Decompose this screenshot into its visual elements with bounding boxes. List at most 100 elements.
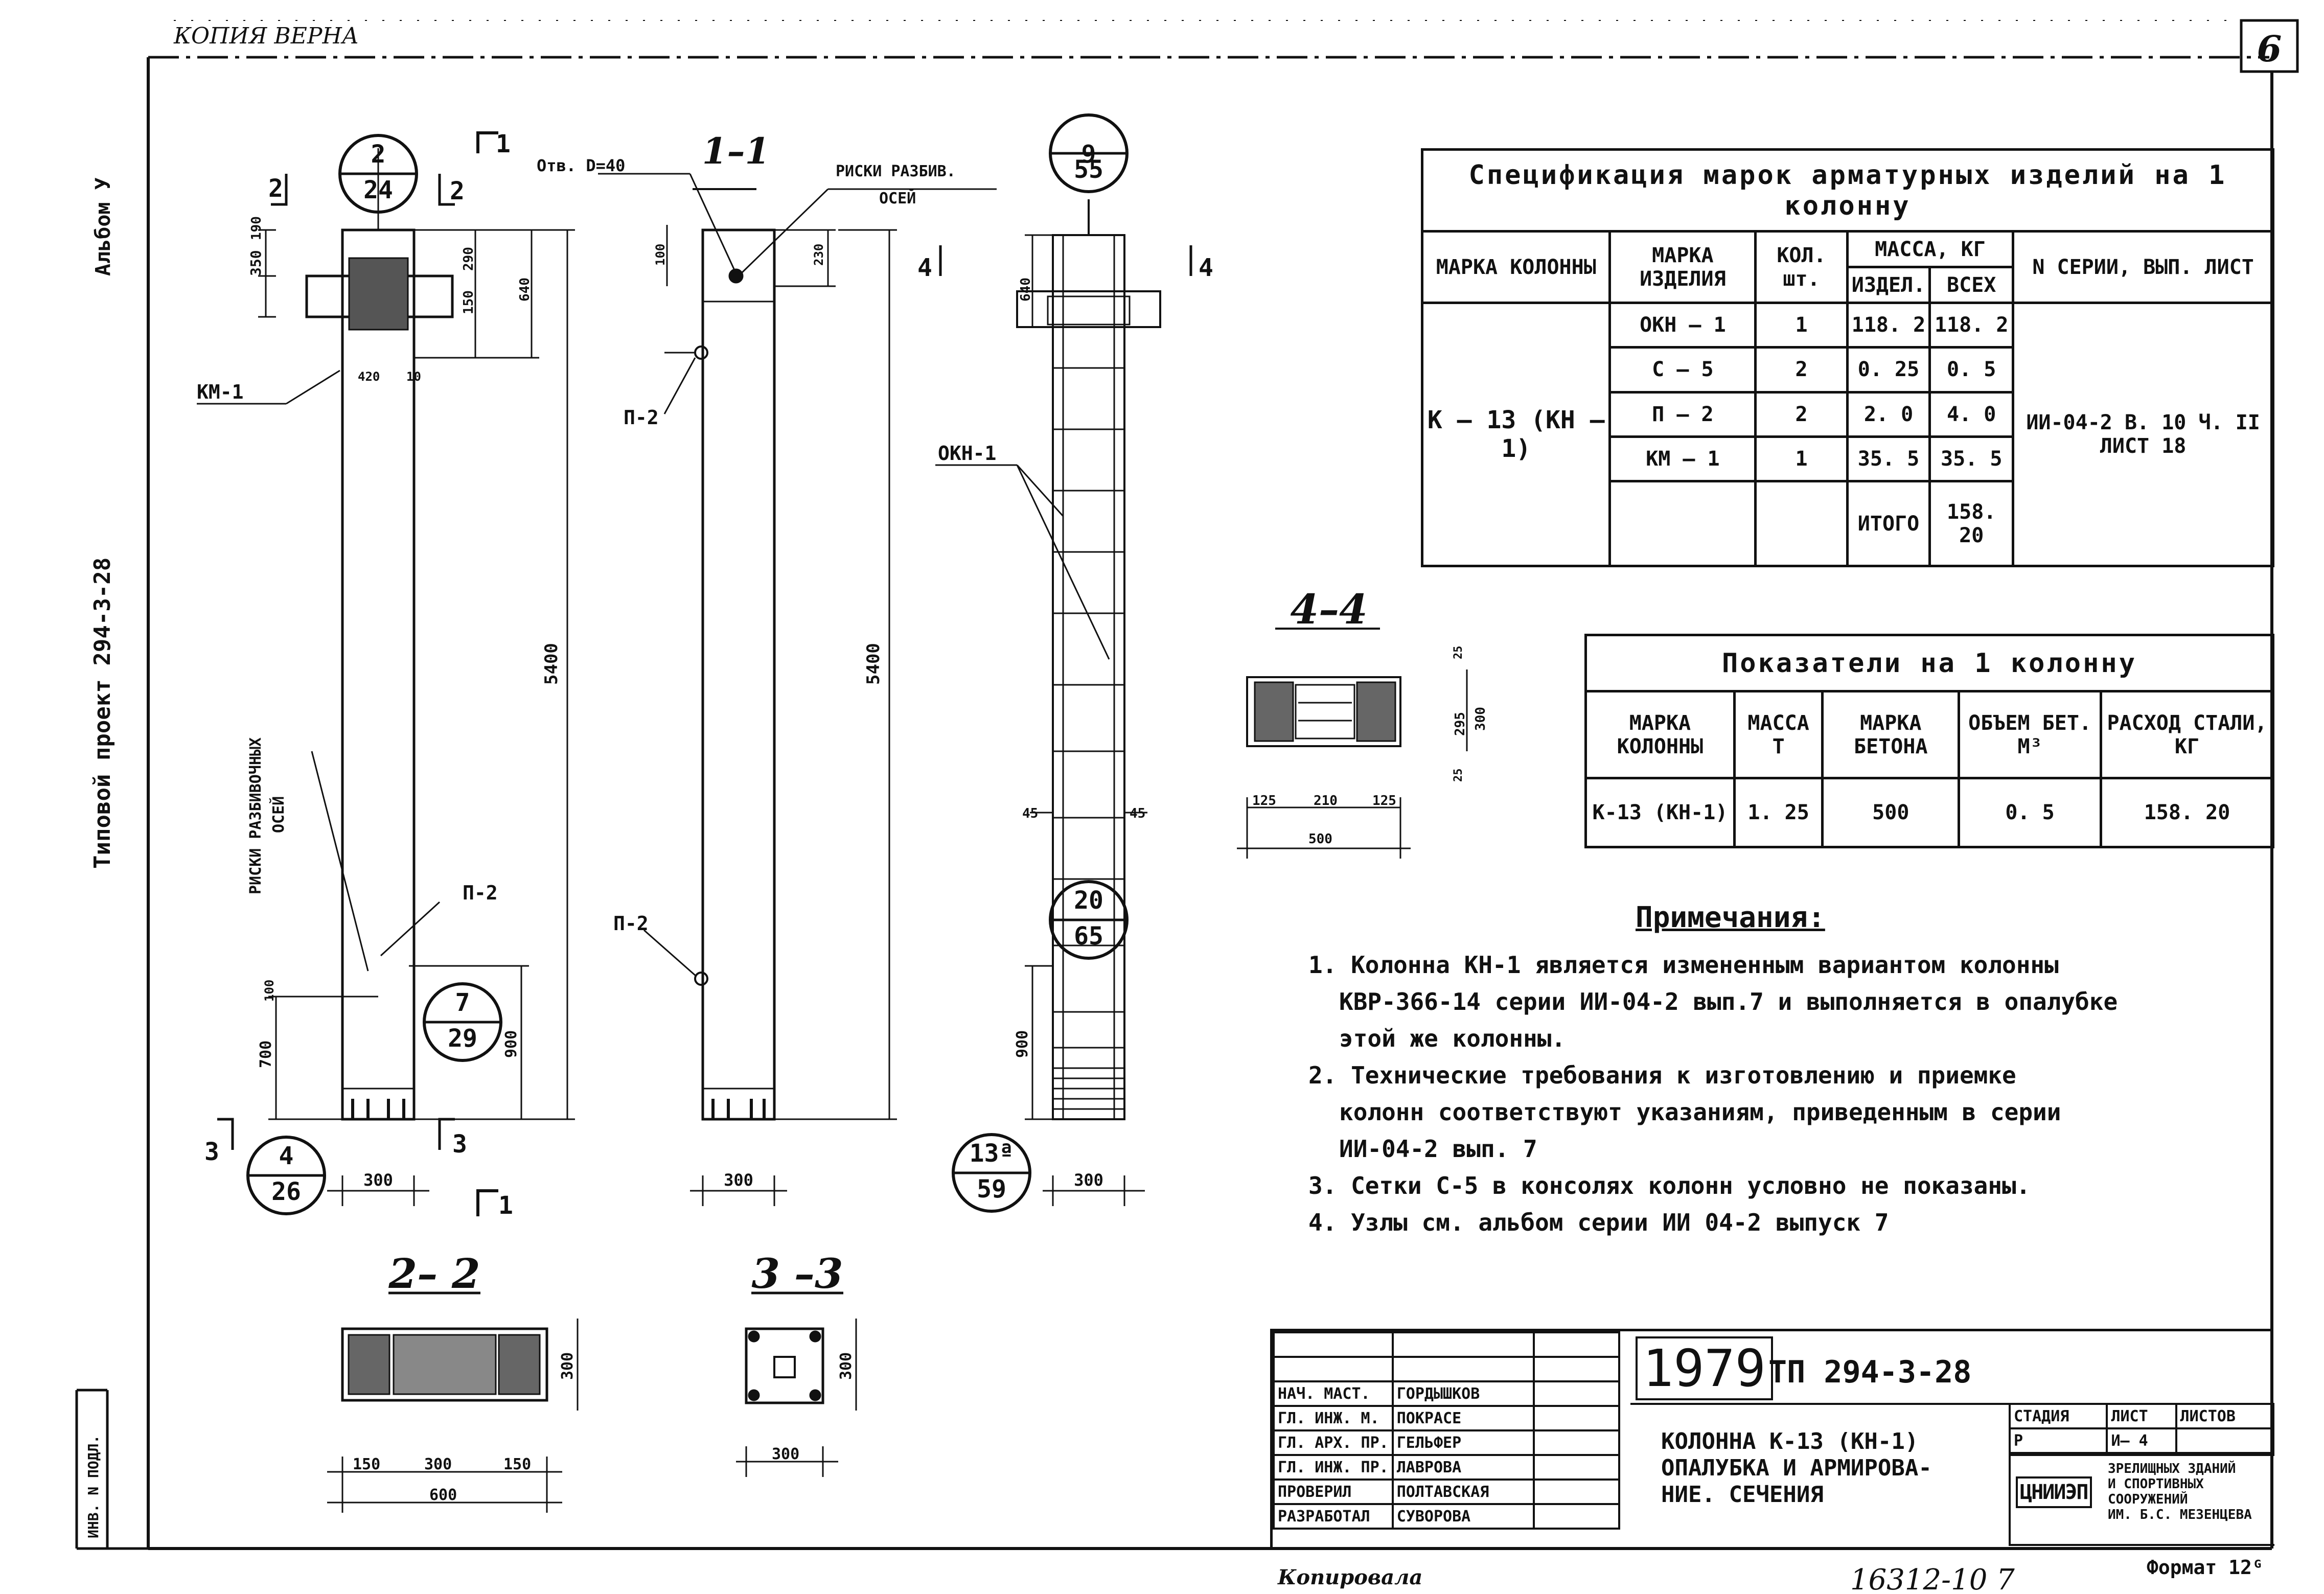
bubble-top: 9 <box>1082 140 1096 169</box>
dim-label: 295 <box>1453 712 1468 736</box>
dim-label: 900 <box>502 1030 520 1058</box>
dim-label: 640 <box>1018 278 1033 302</box>
dim-label: 300 <box>724 1170 753 1190</box>
org-block: ЦНИИЭП ЗРЕЛИЩНЫХ ЗДАНИЙ И СПОРТИВНЫХ СОО… <box>2009 1454 2274 1546</box>
org-line: ИМ. Б.С. МЕЗЕНЦЕВА <box>2108 1507 2252 1522</box>
project-code: ТП 294-3-28 <box>1768 1354 1972 1390</box>
order-number: 16312-10 7 <box>1850 1563 2015 1594</box>
spec-header: КОЛ. шт. <box>1754 230 1849 304</box>
dim-label: 125 <box>1252 793 1276 808</box>
spec-cell: КМ – 1 <box>1608 435 1757 483</box>
dim-label: 500 <box>1308 831 1332 847</box>
section-title: 4–4 <box>1290 585 1367 633</box>
column-reinforcement-view <box>935 113 1192 1213</box>
bubble-bottom: 29 <box>448 1024 477 1053</box>
cut-mark: 1 <box>496 130 511 158</box>
staff-role: ГЛ. АРХ. ПР. <box>1273 1429 1394 1456</box>
dim-label: 300 <box>1074 1170 1103 1190</box>
note-line: этой же колонны. <box>1339 1025 1566 1052</box>
bubble-bottom: 59 <box>977 1175 1006 1204</box>
note-line: КВР-366-14 серии ИИ-04-2 вып.7 и выполня… <box>1339 988 2118 1015</box>
staff-name: ГОРДЫШКОВ <box>1391 1380 1535 1407</box>
dim-label: 230 <box>812 244 826 266</box>
spec-header: N СЕРИИ, ВЫП. ЛИСТ <box>2012 230 2274 304</box>
title-header: 1979 ТП 294-3-28 <box>1630 1331 2274 1405</box>
dim-label: 290 <box>461 247 476 271</box>
dim-label: 190 <box>249 216 264 240</box>
spec-cell: 2. 0 <box>1846 390 1931 438</box>
pokaz-cell: 1. 25 <box>1733 777 1824 848</box>
doc-title-line: НИЕ. СЕЧЕНИЯ <box>1661 1482 1824 1508</box>
dim-label: 350 <box>247 250 264 276</box>
label-riski-side: ОСЕЙ <box>269 796 288 833</box>
label-km1: КМ-1 <box>197 381 244 403</box>
spec-cell: П – 2 <box>1608 390 1757 438</box>
dim-label: 640 <box>517 278 533 302</box>
staff-role: ГЛ. ИНЖ. М. <box>1273 1405 1394 1431</box>
pokaz-header: МАССА Т <box>1733 690 1824 779</box>
bubble-bottom: 24 <box>363 176 393 204</box>
staff-name: СУВОРОВА <box>1391 1503 1535 1530</box>
cut-mark: 3 <box>204 1138 219 1166</box>
spec-cell: 0. 5 <box>1928 346 2015 394</box>
spec-table: Спецификация марок арматурных изделий на… <box>1420 148 2274 567</box>
dim-label: 300 <box>837 1352 855 1380</box>
org-line: И СПОРТИВНЫХ <box>2108 1476 2204 1492</box>
spec-header: МАССА, КГ <box>1846 230 2015 268</box>
cut-mark: 1 <box>498 1191 513 1220</box>
staff-name: ПОКРАСЕ <box>1391 1405 1535 1431</box>
dim-label: 5400 <box>863 643 884 685</box>
bubble-bottom: 65 <box>1074 922 1103 951</box>
spec-cell: 1 <box>1754 301 1849 349</box>
notes-title: Примечания: <box>1636 901 1825 934</box>
pokaz-header: МАРКА БЕТОНА <box>1821 690 1961 779</box>
dim-label: 125 <box>1372 793 1396 808</box>
dim-label: 300 <box>424 1456 452 1473</box>
note-line: 1. Колонна КН-1 является измененным вари… <box>1308 951 2059 979</box>
sheet-label: ЛИСТ <box>2106 1403 2177 1429</box>
format-label: Формат 12ᴳ <box>2147 1556 2264 1579</box>
pokaz-header: РАСХОД СТАЛИ, КГ <box>2099 690 2275 779</box>
doc-title-line: КОЛОННА К-13 (КН-1) <box>1661 1428 1919 1454</box>
dim-label: 100 <box>262 980 277 1002</box>
bubble-top: 4 <box>279 1142 294 1170</box>
staff-role: ПРОВЕРИЛ <box>1273 1479 1394 1505</box>
dim-label: 600 <box>429 1486 457 1504</box>
label-riski-side: РИСКИ РАЗБИВОЧНЫХ <box>247 737 265 894</box>
title-block-staff: НАЧ. МАСТ.ГОРДЫШКОВ ГЛ. ИНЖ. М.ПОКРАСЕ Г… <box>1273 1331 1621 1530</box>
sheets-label: ЛИСТОВ <box>2175 1403 2275 1429</box>
dim-label: 150 <box>353 1456 380 1473</box>
pokaz-title: Показатели на 1 колонну <box>1584 634 2274 692</box>
dim-label: 25 <box>1452 769 1465 782</box>
spec-cell: 118. 2 <box>1846 301 1931 349</box>
org-line: ЗРЕЛИЩНЫХ ЗДАНИЙ <box>2108 1461 2236 1476</box>
bubble-top: 20 <box>1074 886 1103 915</box>
spec-cell: С – 5 <box>1608 346 1757 394</box>
dim-label: 300 <box>772 1445 799 1463</box>
spec-header: ИЗДЕЛ. <box>1846 266 1931 304</box>
dim-label: 45 <box>1130 806 1145 821</box>
drawing-labels: 2 24 9 55 7 29 4 26 20 65 13ª 59 1–1 2– … <box>197 130 1488 1504</box>
spec-title: Спецификация марок арматурных изделий на… <box>1421 148 2274 233</box>
label-p2: П-2 <box>463 882 498 904</box>
section-title: 2– 2 <box>388 1250 480 1298</box>
column-side-view <box>598 173 997 1206</box>
cut-mark: 2 <box>450 177 465 205</box>
staff-role: ГЛ. ИНЖ. ПР. <box>1273 1454 1394 1481</box>
dim-label: 420 <box>358 369 380 384</box>
dim-label: 300 <box>363 1170 393 1190</box>
spec-cell: 35. 5 <box>1928 435 2015 483</box>
dim-label: 210 <box>1314 793 1338 808</box>
spec-series: ИИ-04-2 В. 10 Ч. II ЛИСТ 18 <box>2012 302 2274 567</box>
spec-cell: 1 <box>1754 435 1849 483</box>
spec-header: МАРКА КОЛОННЫ <box>1420 230 1612 304</box>
spec-header: ВСЕХ <box>1928 266 2015 304</box>
spec-itogo-label: ИТОГО <box>1846 480 1931 567</box>
pokaz-cell: 0. 5 <box>1958 777 2102 848</box>
dim-label: 25 <box>1452 646 1465 660</box>
notes-block: Примечания: 1. Колонна КН-1 является изм… <box>1308 899 2228 1241</box>
spec-cell: 118. 2 <box>1928 301 2015 349</box>
kopiya-verna: КОПИЯ ВЕРНА <box>173 23 359 49</box>
label-p2: П-2 <box>613 912 649 935</box>
